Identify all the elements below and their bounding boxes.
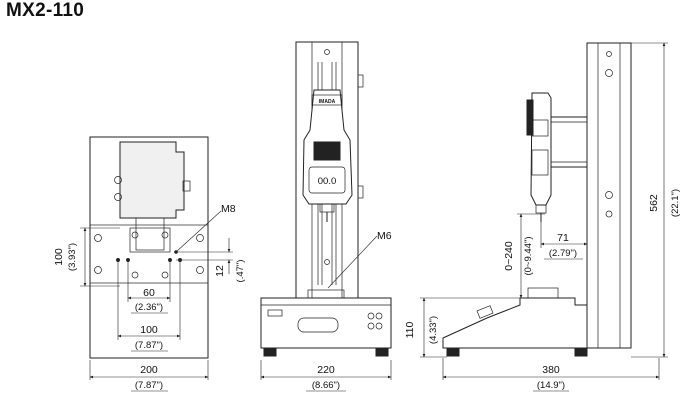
- dim-200-inch: (7.87"): [135, 380, 163, 391]
- dim-110-inch: (4.33"): [428, 316, 439, 344]
- dim-110: 110: [404, 321, 416, 338]
- side-view: 110 (4.33") 0~240 (0~9.44") 71 (2.79") 5…: [404, 42, 681, 392]
- dim-100-horiz: 100: [140, 324, 158, 336]
- svg-text:IMADA: IMADA: [319, 99, 336, 105]
- dim-220: 220: [317, 364, 335, 376]
- dim-12: 12: [214, 265, 226, 277]
- dim-220-inch: (8.66"): [312, 380, 340, 391]
- top-view: M8 100 (3.93") 12 (.47") 60 (2.36") 100 …: [53, 136, 246, 392]
- dim-stroke: 0~240: [503, 241, 515, 271]
- dim-100-vert-inch: (3.93"): [67, 243, 78, 271]
- dim-562-inch: (22.1"): [670, 189, 681, 217]
- dim-100-vert: 100: [53, 248, 65, 266]
- front-view: IMADA 00.0 M6 220 (8.66"): [260, 41, 392, 392]
- dim-380: 380: [542, 364, 560, 376]
- dim-380-inch: (14.9"): [537, 380, 565, 391]
- dim-71-inch: (2.79"): [549, 248, 577, 259]
- dim-12-inch: (.47"): [235, 260, 246, 283]
- dim-60-inch: (2.36"): [135, 302, 163, 313]
- dim-stroke-inch: (0~9.44"): [523, 236, 534, 275]
- dim-71: 71: [557, 232, 569, 244]
- dim-200: 200: [140, 364, 158, 376]
- m6-label: M6: [377, 230, 392, 242]
- front-gauge-display: 00.0: [318, 176, 337, 187]
- dim-100-horiz-inch: (7.87"): [135, 340, 163, 351]
- dim-60: 60: [143, 287, 155, 299]
- dim-562: 562: [648, 194, 660, 212]
- model-title: MX2-110: [6, 0, 85, 21]
- m8-label: M8: [221, 203, 236, 215]
